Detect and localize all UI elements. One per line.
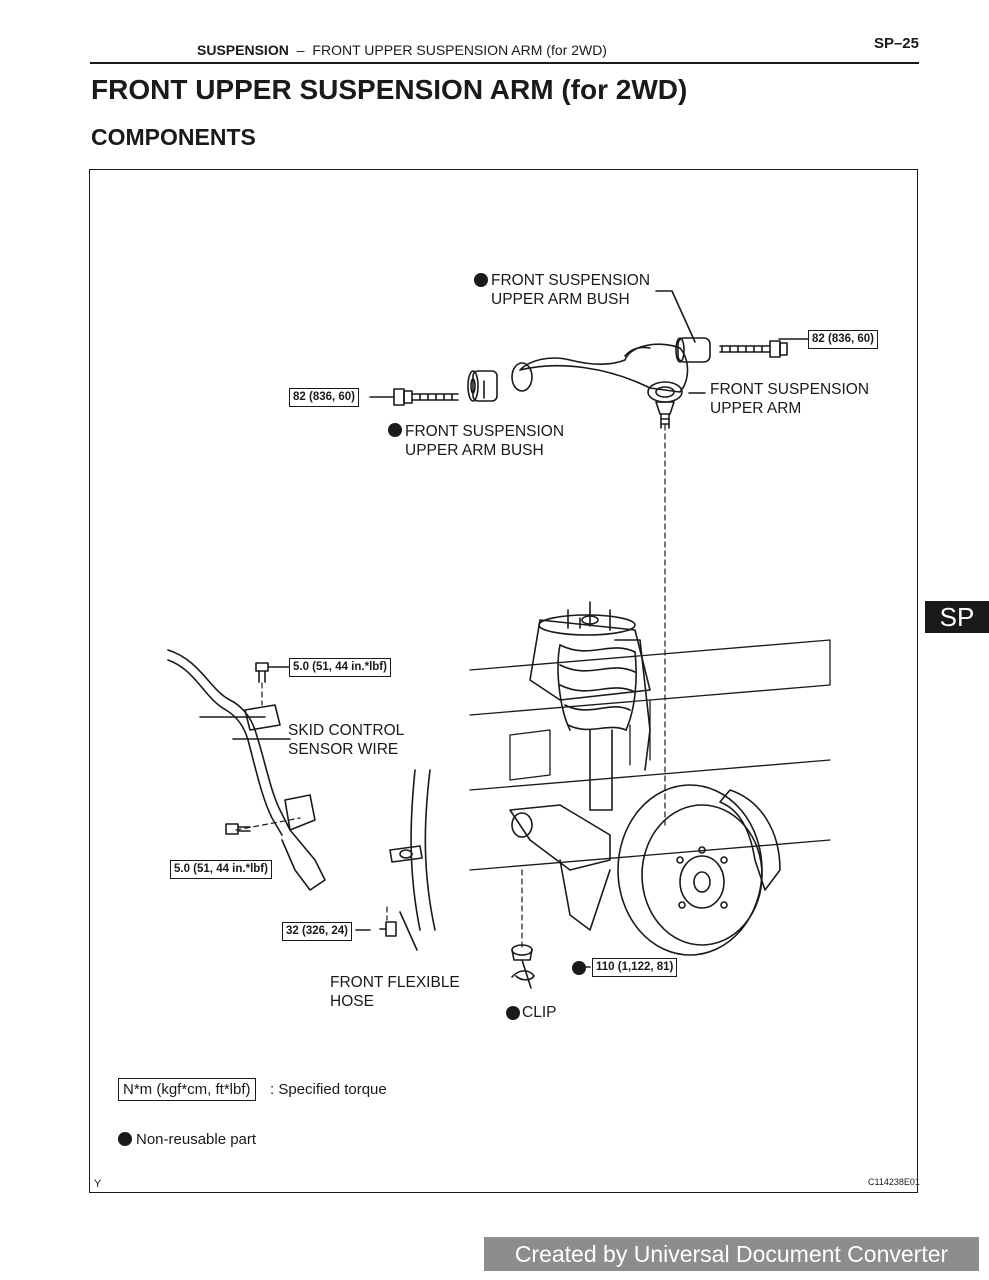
label-upper-arm: FRONT SUSPENSION UPPER ARM: [710, 381, 870, 417]
ball-joint-nut-icon: [511, 944, 533, 961]
sensor-bolt-top-icon: [255, 662, 269, 683]
header-section: SUSPENSION: [197, 42, 289, 58]
nonreusable-dot-nut: [572, 961, 586, 975]
legend-torque-unit: N*m (kgf*cm, ft*lbf): [118, 1078, 256, 1101]
torque-sensor-bottom: 5.0 (51, 44 in.*lbf): [170, 860, 272, 879]
nonreusable-dot-bush-upper: [474, 273, 488, 287]
figure-code: C114238E01: [868, 1177, 920, 1187]
bolt-right-icon: [719, 340, 788, 358]
header-topic: FRONT UPPER SUSPENSION ARM (for 2WD): [312, 42, 607, 58]
watermark: Created by Universal Document Converter: [484, 1237, 979, 1271]
torque-hose-bracket: 32 (326, 24): [282, 922, 353, 941]
brake-rotor-icon: [617, 784, 781, 956]
nonreusable-dot-bush-lower: [388, 423, 402, 437]
legend-nonreusable-dot: [118, 1132, 132, 1146]
clip-icon: [511, 970, 535, 981]
label-clip: CLIP: [522, 1004, 557, 1021]
section-subtitle: COMPONENTS: [91, 124, 256, 150]
lower-arm-knuckle-icon: [509, 804, 611, 931]
page-number: SP–25: [873, 35, 919, 52]
torque-bolt-right: 82 (836, 60): [808, 330, 879, 349]
sensor-bolt-bottom-icon: [225, 823, 251, 835]
label-bush-upper: FRONT SUSPENSION UPPER ARM BUSH: [491, 272, 651, 308]
label-bush-lower: FRONT SUSPENSION UPPER ARM BUSH: [405, 423, 565, 459]
legend-nonreusable-text: Non-reusable part: [136, 1131, 257, 1148]
assembly-dashed-lines: [235, 424, 666, 951]
frame-outline: [469, 639, 831, 871]
legend-torque-desc: : Specified torque: [270, 1081, 387, 1098]
exploded-view-diagram: [167, 290, 831, 989]
torque-sensor-top: 5.0 (51, 44 in.*lbf): [289, 658, 391, 677]
bolt-left-icon: [393, 388, 459, 406]
header-separator: –: [296, 42, 305, 58]
sensor-wire-icon: [167, 649, 326, 891]
label-skid-wire: SKID CONTROL SENSOR WIRE: [288, 722, 405, 758]
bush-right-icon: [675, 337, 711, 363]
running-header: SUSPENSION – FRONT UPPER SUSPENSION ARM …: [92, 42, 712, 58]
header-rule: [90, 62, 919, 64]
strut-assembly-icon: [529, 601, 651, 811]
section-tab: SP: [925, 601, 989, 633]
nonreusable-dot-clip: [506, 1006, 520, 1020]
page-title: FRONT UPPER SUSPENSION ARM (for 2WD): [91, 74, 688, 105]
hose-bolt-icon: [379, 921, 397, 937]
torque-ball-joint-nut: 110 (1,122, 81): [592, 958, 678, 977]
components-figure: FRONT SUSPENSION UPPER ARM BUSH FRONT SU…: [89, 169, 920, 1193]
flexible-hose-icon: [389, 769, 436, 931]
bush-left-icon: [467, 370, 498, 402]
label-flex-hose: FRONT FLEXIBLE HOSE: [330, 974, 460, 1010]
upper-arm-icon: [511, 343, 689, 429]
corner-letter: Y: [94, 1178, 102, 1190]
torque-bolt-left: 82 (836, 60): [289, 388, 360, 407]
